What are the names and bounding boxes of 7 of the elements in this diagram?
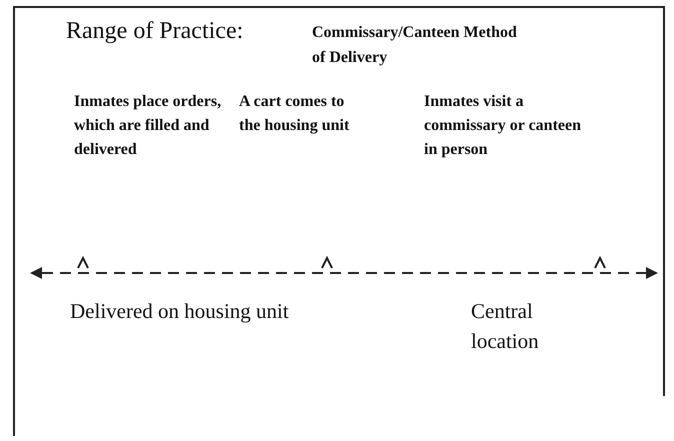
column-text: A cart comes to the housing unit	[239, 92, 350, 136]
column-text: Inmates visit a commissary or canteen in person	[424, 92, 582, 160]
scale-end-label: Delivered on housing unit	[70, 298, 290, 325]
scale-end-label: Central location	[471, 298, 540, 355]
subtitle: Commissary/Canteen Method of Delivery	[312, 23, 518, 68]
column-text: Inmates place orders, which are filled and delivered	[74, 92, 222, 160]
title: Range of Practice:	[66, 18, 244, 45]
